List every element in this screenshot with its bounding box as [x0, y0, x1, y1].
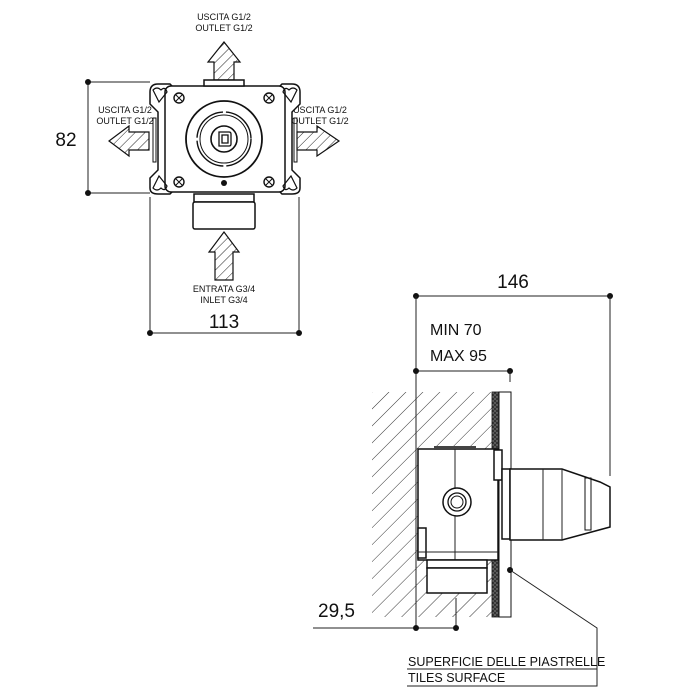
right-groove — [293, 117, 298, 163]
outlet-right-label-en: OUTLET G1/2 — [291, 116, 348, 126]
offset-dot-right — [453, 625, 459, 631]
outlet-left-label-en: OUTLET G1/2 — [96, 116, 153, 126]
middle-ring — [196, 111, 252, 167]
dim-146-label: 146 — [497, 272, 529, 293]
side-outlet-inner — [447, 492, 467, 512]
dim-82-dot-top — [85, 79, 91, 85]
dim-82-dot-bottom — [85, 190, 91, 196]
dim-113-dot-left — [147, 330, 153, 336]
depth-max-label: MAX 95 — [430, 348, 487, 365]
inlet-collar — [193, 193, 255, 203]
side-outlet-outer — [442, 487, 472, 517]
outlet-top-arrow-icon — [206, 41, 242, 81]
screw-icons — [173, 92, 275, 188]
inner-ring — [210, 125, 238, 153]
left-groove — [152, 117, 157, 163]
depth-min-label: MIN 70 — [430, 322, 482, 339]
inlet-connector — [192, 201, 256, 230]
screw-bottom-right-icon — [263, 176, 275, 188]
inlet-arrow-icon — [207, 231, 241, 281]
side-view: 146 MIN 70 MAX 95 — [313, 272, 613, 687]
surface-label-it: SUPERFICIE DELLE PIASTRELLE — [408, 655, 605, 669]
cartridge-body — [509, 468, 611, 541]
screw-top-right-icon — [263, 92, 275, 104]
side-inlet-connector — [426, 567, 488, 594]
screw-top-left-icon — [173, 92, 185, 104]
top-view: USCITA G1/2 OUTLET G1/2 USCITA G1/2 OUTL… — [55, 12, 349, 336]
outer-ring — [185, 100, 263, 178]
outlet-right-label-it: USCITA G1/2 — [293, 105, 347, 115]
offset-dim-label: 29,5 — [318, 601, 355, 622]
corner-slots — [152, 87, 298, 191]
side-outlet-core — [450, 495, 464, 509]
outlet-left-arrow-icon — [108, 124, 150, 158]
side-inlet-collar — [426, 559, 488, 569]
upper-clip — [493, 449, 503, 481]
screw-bottom-left-icon — [173, 176, 185, 188]
center-hole — [221, 180, 227, 186]
dim-113-label: 113 — [209, 312, 239, 333]
outlet-top-label-en: OUTLET G1/2 — [195, 23, 252, 33]
logo-icon — [218, 131, 232, 147]
outlet-left-label-it: USCITA G1/2 — [98, 105, 152, 115]
cartridge-flange — [501, 468, 511, 540]
valve-top-cap — [434, 446, 476, 450]
inlet-label-en: INLET G3/4 — [200, 295, 247, 305]
middle-ring-inner — [199, 114, 249, 164]
dim-82-label: 82 — [55, 130, 76, 151]
dim-113-dot-right — [296, 330, 302, 336]
inlet-label-it: ENTRATA G3/4 — [193, 284, 255, 294]
lower-clip — [417, 527, 427, 559]
leader-line — [407, 569, 598, 687]
outlet-top-label-it: USCITA G1/2 — [197, 12, 251, 22]
offset-dot-left — [413, 625, 419, 631]
surface-label-en: TILES SURFACE — [408, 671, 505, 685]
top-neck — [203, 79, 245, 87]
outlet-right-arrow-icon — [296, 124, 341, 158]
depth-dot-left — [413, 368, 419, 374]
cartridge-grip — [584, 477, 592, 531]
